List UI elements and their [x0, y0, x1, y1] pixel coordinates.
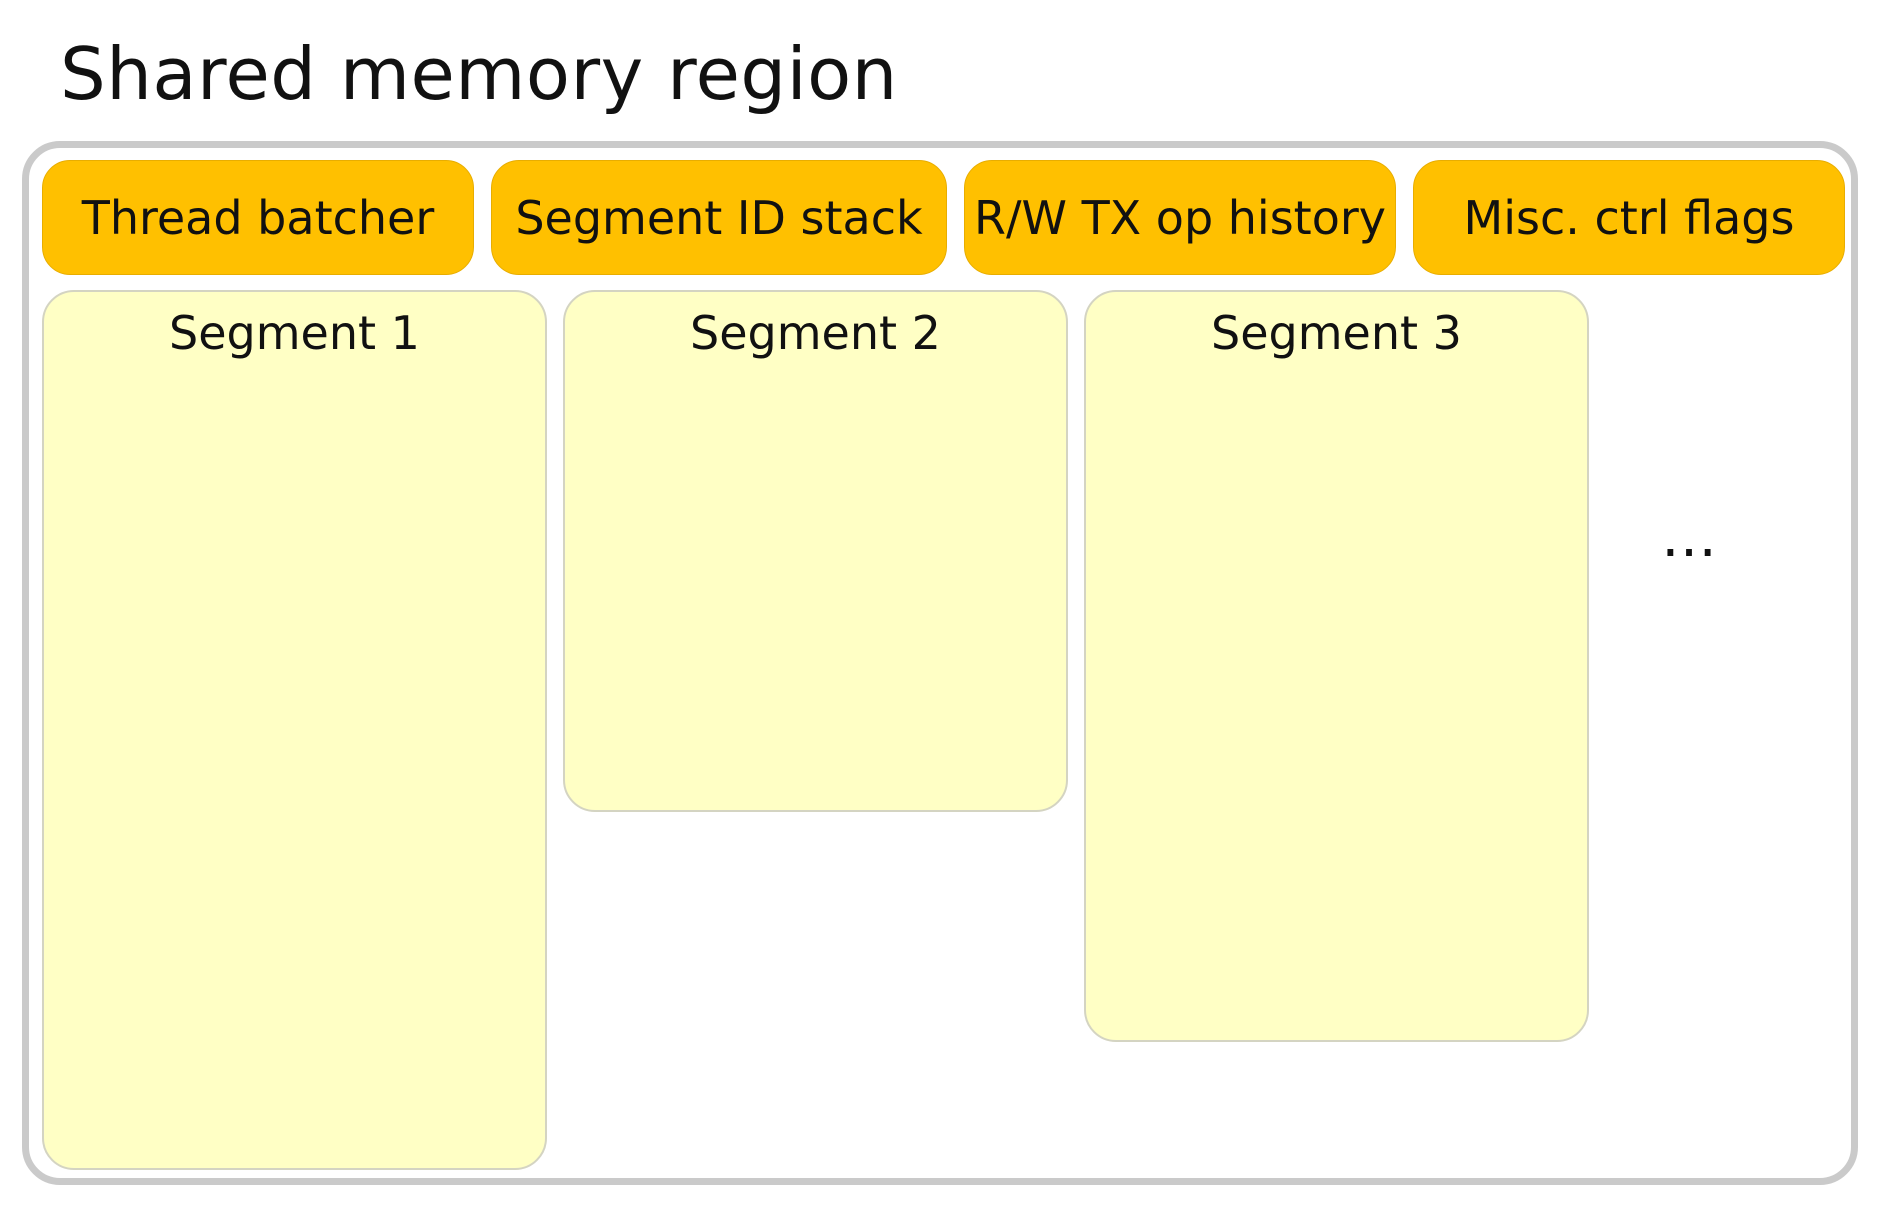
more-segments-ellipsis: …: [1661, 505, 1719, 570]
segment-id-stack-block: Segment ID stack: [491, 160, 947, 275]
rw-tx-op-history-block: R/W TX op history: [964, 160, 1396, 275]
segment-1-block: Segment 1: [42, 290, 547, 1170]
misc-ctrl-flags-block: Misc. ctrl flags: [1413, 160, 1845, 275]
segment-2-label: Segment 2: [690, 306, 941, 360]
segment-3-block: Segment 3: [1084, 290, 1589, 1042]
segment-3-label: Segment 3: [1211, 306, 1462, 360]
segment-1-label: Segment 1: [169, 306, 420, 360]
thread-batcher-block: Thread batcher: [42, 160, 474, 275]
diagram-title: Shared memory region: [60, 32, 898, 116]
segment-2-block: Segment 2: [563, 290, 1068, 812]
